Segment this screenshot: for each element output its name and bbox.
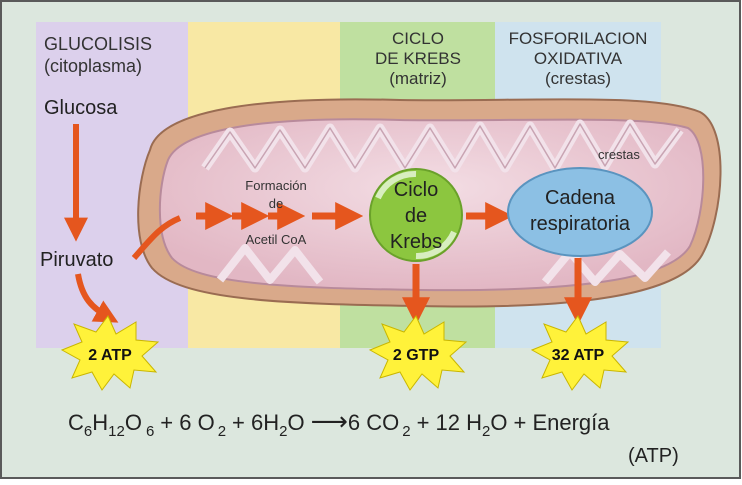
krebs-cycle-arc-2: [415, 230, 457, 260]
formacion-label-1: Formación: [245, 178, 306, 193]
glucosa-label: Glucosa: [44, 97, 118, 119]
cadena-respiratoria-oval: [507, 167, 653, 257]
krebs-location: (matriz): [389, 69, 447, 88]
krebs-title-2: DE KREBS: [375, 49, 461, 68]
piruvato-to-mito-arrow: [131, 215, 182, 260]
atp-burst-glucolisis: 2 ATP: [60, 315, 160, 391]
equation-atp-note: (ATP): [628, 445, 679, 467]
cadena-label-2: respiratoria: [530, 213, 631, 235]
krebs-cycle-circle: [369, 168, 463, 262]
formacion-label-3: Acetil CoA: [246, 232, 307, 247]
yield-glucolisis: 2 ATP: [88, 347, 132, 364]
yield-fosforilacion: 32 ATP: [552, 347, 605, 364]
ciclo-label-3: Krebs: [390, 231, 442, 253]
krebs-title-1: CICLO: [392, 29, 444, 48]
fosforilacion-title-1: FOSFORILACION: [509, 29, 648, 48]
piruvato-label: Piruvato: [40, 249, 113, 271]
fosforilacion-location: (crestas): [545, 69, 611, 88]
krebs-cycle-arc-1: [375, 170, 417, 200]
fosforilacion-title-2: OXIDATIVA: [534, 49, 623, 68]
piruvato-to-atp-arrow: [75, 273, 119, 323]
atp-burst-fosforilacion: 32 ATP: [530, 315, 630, 391]
formacion-label-2: de: [269, 196, 283, 211]
crestas-label: crestas: [598, 147, 640, 162]
gtp-burst-krebs: 2 GTP: [368, 315, 468, 391]
yield-krebs: 2 GTP: [393, 347, 440, 364]
cadena-label-1: Cadena: [545, 187, 616, 209]
glucolisis-title: GLUCOLISIS: [44, 34, 152, 54]
ciclo-label-1: Ciclo: [394, 179, 438, 201]
ciclo-label-2: de: [405, 205, 427, 227]
glucolisis-location: (citoplasma): [44, 56, 142, 76]
